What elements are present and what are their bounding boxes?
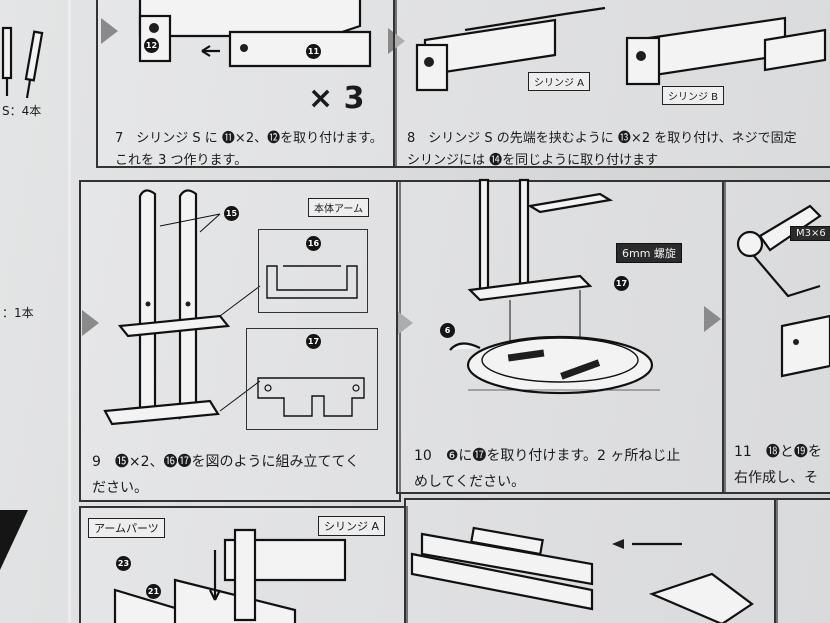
step8-caption-2: シリンジには ⓮を同じように取り付けます	[407, 153, 659, 168]
part-12-marker: 12	[144, 38, 159, 53]
part-17-shape	[257, 377, 365, 417]
step10-caption-2: めしてください。	[414, 474, 526, 490]
step10-drawing	[449, 178, 660, 395]
step10-caption-1: 10 ❻に⓱を取り付けます。2 ヶ所ねじ止	[414, 448, 681, 464]
step-arrow	[704, 306, 721, 332]
step-arrow	[82, 310, 99, 336]
step12-drawing	[113, 528, 347, 623]
part-16-shape	[266, 265, 358, 299]
step-arrow	[101, 18, 118, 44]
part-6-marker: 6	[440, 323, 455, 338]
syringes-illustration	[1, 26, 44, 99]
step9-caption-1: 9 ⓯×2、⓰⓱を図のように組み立ててく	[92, 454, 360, 470]
step-arrow	[388, 28, 405, 54]
part-17-box	[246, 328, 378, 430]
part-16-marker: 16	[306, 236, 321, 251]
step11-caption-1: 11 ⓲と⓳を	[734, 444, 822, 460]
step11-screw-tag: M3×6	[790, 226, 830, 241]
step8-drawing	[415, 6, 827, 92]
step7-caption-2: これを 3 つ作ります。	[115, 153, 248, 168]
arm-parts-tag: アームパーツ	[88, 518, 165, 538]
step13-drawing	[410, 526, 754, 623]
syringe-a-tag: シリンジ A	[318, 516, 386, 536]
step11-drawing	[736, 204, 830, 378]
part-21-marker: 21	[146, 584, 161, 599]
left-part-count: ：1本	[2, 306, 34, 320]
screw-tag: 6mm 螺旋	[616, 243, 682, 263]
step-arrow	[396, 310, 413, 336]
fold-line	[68, 0, 71, 623]
step7-drawing	[138, 0, 372, 68]
step14-panel	[774, 498, 830, 623]
corner-mark	[0, 510, 28, 570]
step9-title-tag: 本体アーム	[308, 198, 370, 217]
part-17-marker: 17	[614, 276, 629, 291]
part-23-marker: 23	[116, 556, 131, 571]
part-11-marker: 11	[306, 44, 321, 59]
step11-caption-2: 右作成し、そ	[734, 470, 818, 486]
step7-multiplier: × 3	[308, 81, 365, 116]
step9-caption-2: ださい。	[92, 480, 148, 496]
left-syringe-count: S：4本	[2, 104, 42, 118]
step9-panel	[79, 180, 401, 502]
part-17-marker: 17	[306, 334, 321, 349]
step9-drawing	[103, 189, 261, 426]
part-16-box	[258, 229, 368, 313]
part-15-marker: 15	[224, 206, 239, 221]
step8-caption-1: 8 シリンジ S の先端を挟むように ⓭×2 を取り付け、ネジで固定	[407, 131, 797, 146]
syringe-a-label: シリンジ A	[528, 72, 591, 91]
syringe-b-label: シリンジ B	[662, 86, 725, 105]
step7-caption-1: 7 シリンジ S に ⓫×2、⓬を取り付けます。	[115, 131, 383, 146]
